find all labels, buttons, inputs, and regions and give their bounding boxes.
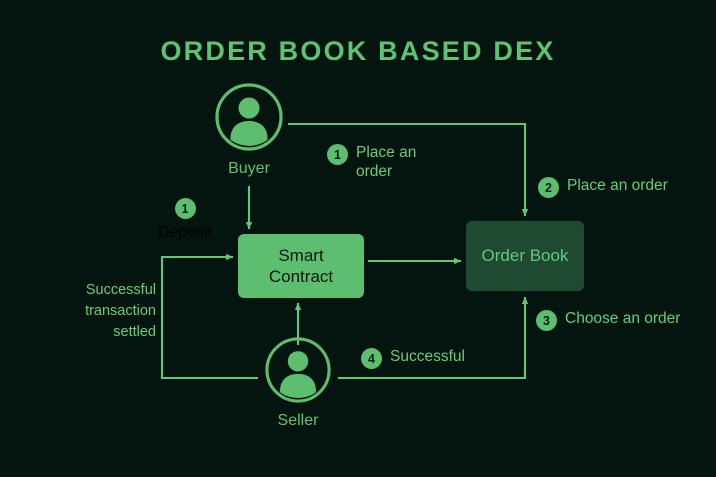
- step-badge-3: 3: [536, 310, 557, 331]
- step-label-3-choose-an-order: 3 Choose an order: [536, 309, 680, 331]
- actor-buyer-label: Buyer: [228, 160, 270, 177]
- step-badge-2: 2: [538, 177, 559, 198]
- node-order-book-label: Order Book: [481, 246, 569, 266]
- step-badge-1: 1: [327, 144, 348, 165]
- step-text-4: Successful: [390, 348, 465, 365]
- step-text-1-deposit: Deposit: [157, 224, 213, 241]
- arrow-seller-to-order-book: [338, 296, 529, 380]
- node-smart-contract-label: Smart Contract: [268, 245, 334, 286]
- step-badge-1-deposit: 1: [174, 198, 196, 219]
- annotation-successful-transaction-settled: Successful transaction settled: [85, 282, 156, 341]
- step-text-1: Place an order: [356, 144, 417, 181]
- arrow-settled-to-smart-contract: [160, 253, 258, 380]
- node-smart-contract: Smart Contract: [238, 234, 364, 298]
- person-icon: [215, 83, 283, 151]
- step-text-3: Choose an order: [565, 310, 681, 327]
- node-order-book: Order Book: [466, 221, 584, 291]
- person-icon: [265, 337, 331, 403]
- actor-seller-label: Seller: [277, 412, 319, 429]
- step-label-4-successful: 4 Successful: [361, 347, 465, 369]
- actor-buyer: Buyer: [208, 83, 290, 178]
- step-label-1-place-an-order: 1 Place an order: [327, 143, 416, 182]
- actor-seller: Seller: [258, 337, 338, 430]
- step-label-2-place-an-order: 2 Place an order: [538, 176, 668, 198]
- step-text-2: Place an order: [567, 177, 668, 194]
- arrow-buyer-to-order-book: [288, 122, 529, 217]
- step-badge-4: 4: [361, 348, 382, 369]
- page-title: ORDER BOOK BASED DEX: [160, 36, 556, 66]
- step-label-1-deposit: 1 Deposit: [130, 197, 240, 243]
